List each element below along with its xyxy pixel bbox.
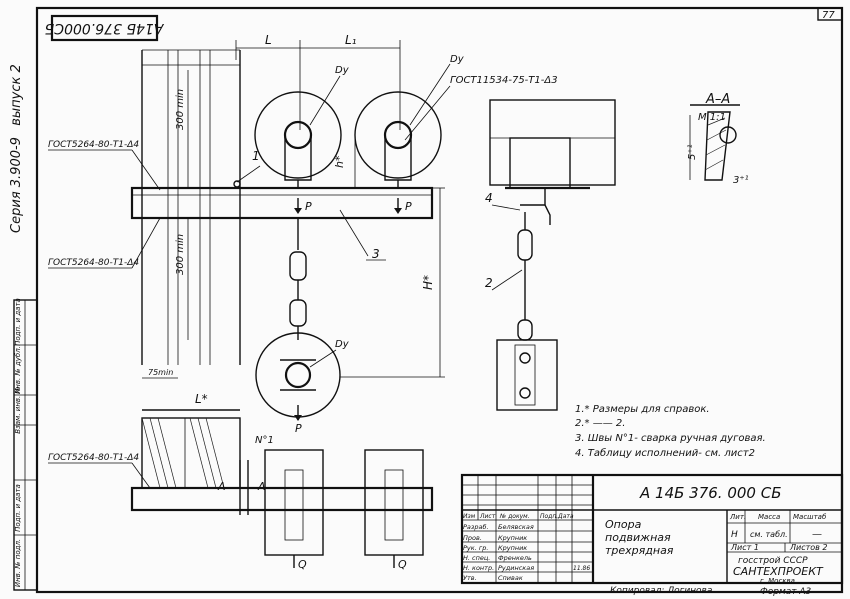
role-1: Разраб. <box>463 523 489 531</box>
dim-75min: 75min <box>148 368 173 377</box>
section-title: А–А <box>705 92 730 107</box>
side-view <box>489 99 616 411</box>
sheet-no: Лист 1 <box>730 543 759 552</box>
copied-by: Копировал: Логинова <box>610 586 712 596</box>
pipe-left <box>254 91 342 188</box>
pipe-right <box>354 91 442 188</box>
person-1: Белявская <box>498 523 534 531</box>
note-1: 1.* Размеры для справок. <box>575 404 710 415</box>
section-mark-a-right: A <box>257 480 266 493</box>
mass-value: см. табл. <box>750 530 788 539</box>
title-name-3: трехрядная <box>605 544 674 557</box>
org-2: САНТЕХПРОЕКТ <box>733 565 824 578</box>
gost-weld-1: ГОСТ5264-80-Т1-Δ4 <box>48 140 139 150</box>
plan-view <box>130 409 434 568</box>
pos-3: 3 <box>372 247 380 261</box>
stamp-3: Взам. инв. № <box>14 386 22 434</box>
org-1: госстрой СССР <box>738 556 808 566</box>
doc-code-box <box>50 14 159 42</box>
scale-head: Масштаб <box>793 513 827 521</box>
role-3: Рук. гр. <box>463 544 488 552</box>
section-dim-3: 3⁺¹ <box>733 175 749 186</box>
sign-date: 11.86 <box>573 565 590 572</box>
dim-h-star: h* <box>333 155 346 168</box>
series-label: Серия 3.900-9 <box>9 137 24 233</box>
col-doc: № докум. <box>499 513 530 520</box>
title-block <box>460 473 844 585</box>
sheets-total: Листов 2 <box>789 543 828 552</box>
gost-pipe-label: ГОСТ11534-75-Т1-Δ3 <box>450 75 558 86</box>
person-3: Крупник <box>498 544 527 552</box>
section-mark-a-left: A <box>217 480 226 493</box>
section-detail <box>689 111 737 181</box>
col-sign: Подп. <box>540 513 558 520</box>
doc-code-top: А14Б 376.000СБ <box>45 20 165 36</box>
role-5: Н. контр. <box>463 564 494 572</box>
col-izm: Изм <box>463 513 476 520</box>
note-2: 2.* —— 2. <box>575 418 625 429</box>
role-6: Утв. <box>463 574 477 582</box>
weld-n1: N°1 <box>255 435 274 446</box>
mass-head: Масса <box>758 513 780 521</box>
org-city: г. Москва <box>760 577 795 585</box>
page-number-box <box>817 7 843 21</box>
col-list: Лист <box>479 513 496 520</box>
dim-300min-2: 300 min <box>175 234 186 275</box>
dy-label-1: Dy <box>335 65 350 76</box>
dim-300min-1: 300 min <box>175 89 186 130</box>
page-number: 77 <box>822 10 835 21</box>
support-column <box>141 49 241 365</box>
load-p-1: P <box>305 200 312 213</box>
title-name-1: Опора <box>605 518 642 531</box>
role-4: Н. спец. <box>463 554 490 562</box>
title-code: А 14Б 376. 000 СБ <box>639 484 782 502</box>
pos-1: 1 <box>252 149 260 163</box>
person-5: Рудинская <box>498 564 534 572</box>
dy-label-3: Dy <box>335 339 350 350</box>
person-2: Крупник <box>498 534 527 542</box>
format: Формат А3 <box>760 587 812 597</box>
pipe-bottom <box>255 332 341 418</box>
note-3: 3. Швы N°1- сварка ручная дуговая. <box>575 433 766 444</box>
load-q-2: Q <box>398 558 407 571</box>
section-dim-5: 5⁺¹ <box>687 144 698 160</box>
stamp-4: Подп. и дата <box>14 484 22 532</box>
role-2: Пров. <box>463 534 482 542</box>
person-4: Френкель <box>498 554 532 562</box>
issue-label: выпуск 2 <box>9 64 24 126</box>
dy-label-2: Dy <box>450 54 465 65</box>
load-q-1: Q <box>298 558 307 571</box>
load-p-2: P <box>405 200 412 213</box>
dim-l-star: L* <box>195 392 208 406</box>
scale-value: — <box>812 529 822 540</box>
crossbeam <box>130 186 434 220</box>
dim-H-star: H* <box>421 275 435 290</box>
stamp-5: Инв. № подл. <box>14 539 22 587</box>
stamp-1: Подп. и дата <box>14 298 22 346</box>
load-p-3: P <box>295 422 302 435</box>
gost-weld-3: ГОСТ5264-80-Т1-Δ4 <box>48 453 139 463</box>
section-scale: М 1:1 <box>698 112 726 123</box>
lit-value: Н <box>731 530 738 540</box>
dim-l: L <box>265 33 272 47</box>
hanger-chain <box>289 218 307 340</box>
lit-head: Лит. <box>729 513 746 521</box>
person-6: Спивак <box>498 574 523 582</box>
dim-l1: L₁ <box>345 33 357 47</box>
note-4: 4. Таблицу исполнений- см. лист2 <box>575 447 755 459</box>
side-stamp <box>13 299 38 591</box>
col-date: Дата <box>557 513 574 520</box>
gost-weld-2: ГОСТ5264-80-Т1-Δ4 <box>48 258 139 268</box>
pos-4: 4 <box>485 191 493 205</box>
stamp-2: Инв. № дубл. <box>14 346 22 394</box>
title-name-2: подвижная <box>605 531 671 544</box>
pos-2: 2 <box>485 276 493 290</box>
